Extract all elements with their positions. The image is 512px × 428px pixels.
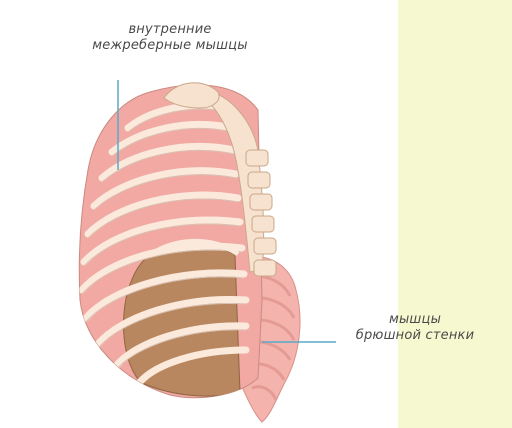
vertebra — [246, 150, 268, 166]
intercostal-muscles-label: внутренние межреберные мышцы — [40, 22, 300, 54]
vertebra — [248, 172, 270, 188]
abdominal-label-line2: брюшной стенки — [318, 328, 512, 344]
vertebra — [254, 238, 276, 254]
abdominal-label-line1: мышцы — [318, 312, 512, 328]
vertebra — [252, 216, 274, 232]
vertebra — [250, 194, 272, 210]
vertebra — [254, 260, 276, 276]
intercostal-label-line1: внутренние — [40, 22, 300, 38]
abdominal-wall-label: мышцы брюшной стенки — [318, 312, 512, 344]
intercostal-label-line2: межреберные мышцы — [40, 38, 300, 54]
ribcage — [79, 83, 276, 398]
